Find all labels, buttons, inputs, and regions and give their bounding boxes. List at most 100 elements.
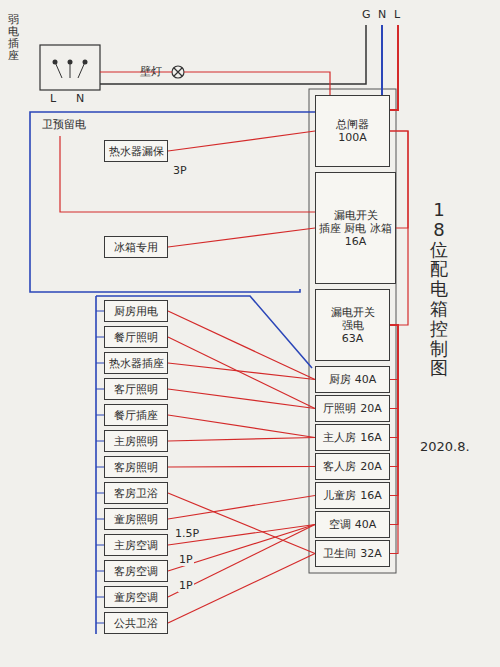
circuit-name: 卫生间 — [323, 547, 356, 560]
lamp-label: 壁灯 — [140, 65, 162, 78]
lamp-wire — [184, 72, 330, 95]
circuit-name: 漏电开关 — [331, 306, 375, 319]
neutral-stub — [96, 467, 104, 468]
circuit-breaker: 主人房 16A — [315, 424, 390, 451]
circuit-breaker: 空调40A — [315, 511, 390, 538]
load-box: 童房照明 — [104, 508, 168, 530]
circuit-name: 强电 — [342, 319, 364, 332]
socket-symbol — [40, 45, 100, 90]
load-box: 热水器插座 — [104, 352, 168, 374]
feed-wire — [390, 325, 398, 525]
switch-contacts — [55, 62, 85, 78]
feed-wire — [390, 325, 398, 438]
circuit-name: 热水器插座 — [109, 357, 164, 370]
neutral-stub — [96, 493, 104, 494]
feed-wire — [390, 325, 398, 409]
circuit-name: 餐厅插座 — [114, 409, 158, 422]
circuit-breaker: 厅照明 20A — [315, 395, 390, 422]
earth-wire — [100, 25, 366, 84]
feed-wire — [168, 438, 315, 442]
circuit-name: 客房卫浴 — [114, 487, 158, 500]
feed-wire — [390, 325, 398, 496]
circuit-name: 厨房 — [329, 373, 351, 386]
neutral-stub — [96, 363, 104, 364]
neutral-loop — [30, 112, 315, 292]
rcd-breaker: 漏电开关强电63A — [315, 289, 390, 361]
feed-wire — [168, 554, 315, 624]
neutral-stub — [96, 519, 104, 520]
rating-text: 32A — [360, 547, 382, 560]
rating-text: 40A — [355, 373, 377, 386]
live-wire — [390, 25, 398, 110]
feed-wire — [168, 337, 315, 409]
circuit-breaker: 卫生间 32A — [315, 540, 390, 567]
neutral-stub — [96, 571, 104, 572]
neutral-stub — [96, 623, 104, 624]
main-breaker: 总闸器100A — [315, 95, 390, 167]
circuit-name: 漏电开关 — [334, 209, 378, 222]
rating-text: 20A — [360, 402, 382, 415]
phase-label: L — [394, 8, 400, 21]
terminal-label: N — [76, 92, 84, 105]
neutral-stub — [96, 441, 104, 442]
circuit-name: 主人房 — [323, 431, 356, 444]
load-box: 冰箱专用 — [104, 236, 168, 258]
load-box: 主房空调 — [104, 534, 168, 556]
circuit-name: 童房空调 — [114, 591, 158, 604]
load-box: 餐厅照明 — [104, 326, 168, 348]
panel-outline — [309, 89, 396, 573]
load-box: 公共卫浴 — [104, 612, 168, 634]
circuit-name: 插座 厨电 冰箱 — [319, 222, 392, 235]
rcd-breaker: 漏电开关插座 厨电 冰箱16A — [315, 172, 396, 284]
circuit-name: 餐厅照明 — [114, 331, 158, 344]
feed-wire — [168, 415, 315, 438]
circuit-name: 主房照明 — [114, 435, 158, 448]
feed-wire — [168, 389, 315, 409]
reserve-wire — [60, 136, 315, 212]
neutral-wire — [381, 25, 383, 95]
circuit-breaker: 客人房20A — [315, 453, 390, 480]
load-box: 主房照明 — [104, 430, 168, 452]
feed-wire — [390, 325, 398, 554]
circuit-name: 厨房用电 — [114, 305, 158, 318]
date-label: 2020.8. — [420, 440, 470, 453]
feed-wire — [168, 525, 315, 598]
reserve-label: 卫预留电 — [42, 118, 86, 131]
circuit-name: 客房空调 — [114, 565, 158, 578]
circuit-name: 厅照明 — [323, 402, 356, 415]
terminal-label: L — [50, 92, 56, 105]
rating-text: 16A — [345, 235, 367, 248]
feed-wire — [168, 496, 315, 520]
rating-text: 40A — [355, 518, 377, 531]
circuit-name: 儿童房 — [323, 489, 356, 502]
feed-wire — [168, 131, 315, 151]
feed-wire — [168, 493, 315, 554]
feed-wire — [168, 363, 315, 380]
feed-wire — [390, 325, 398, 467]
phase-label: G — [362, 8, 371, 21]
pole-label: 3P — [172, 164, 188, 177]
load-box: 客房照明 — [104, 456, 168, 478]
rating-text: 16A — [360, 489, 382, 502]
neutral-stub — [96, 545, 104, 546]
socket-label: 弱电插座 — [8, 14, 19, 62]
load-box: 餐厅插座 — [104, 404, 168, 426]
rating-text: 100A — [338, 131, 367, 144]
neutral-stub — [96, 389, 104, 390]
load-box: 客厅照明 — [104, 378, 168, 400]
feed-wire — [390, 325, 398, 380]
neutral-stub — [96, 597, 104, 598]
circuit-name: 童房照明 — [114, 513, 158, 526]
rating-text: 20A — [360, 460, 382, 473]
lamp-symbol — [172, 66, 184, 78]
phase-label: N — [378, 8, 386, 21]
hp-label: 1.5P — [174, 527, 200, 540]
lamp-cross — [174, 68, 182, 76]
load-box: 热水器漏保 — [104, 140, 168, 162]
rating-text: 16A — [360, 431, 382, 444]
circuit-breaker: 厨房 40A — [315, 366, 390, 393]
circuit-breaker: 儿童房 16A — [315, 482, 390, 509]
circuit-name: 主房空调 — [114, 539, 158, 552]
